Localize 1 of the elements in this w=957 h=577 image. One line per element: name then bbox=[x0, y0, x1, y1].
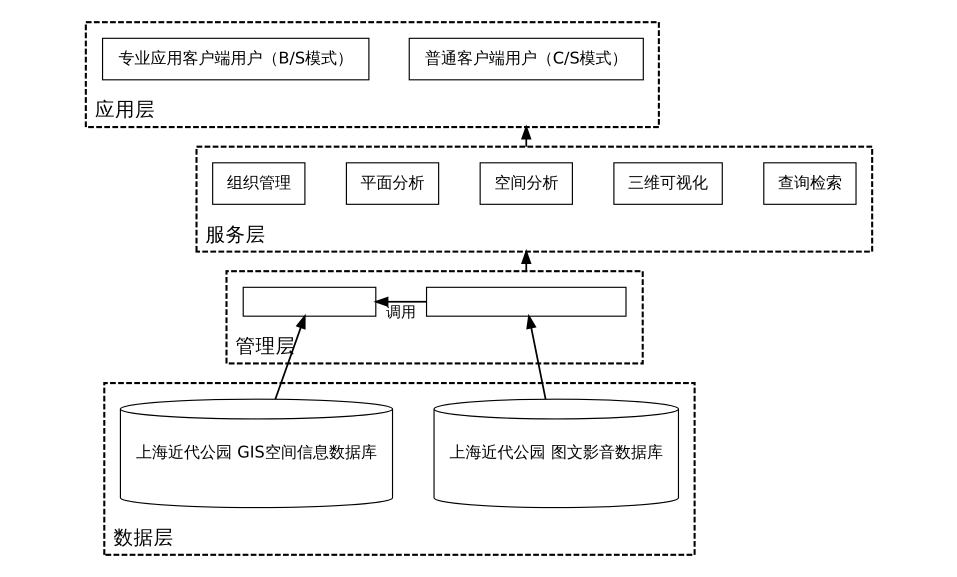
edge-label: 调用 bbox=[386, 303, 416, 322]
